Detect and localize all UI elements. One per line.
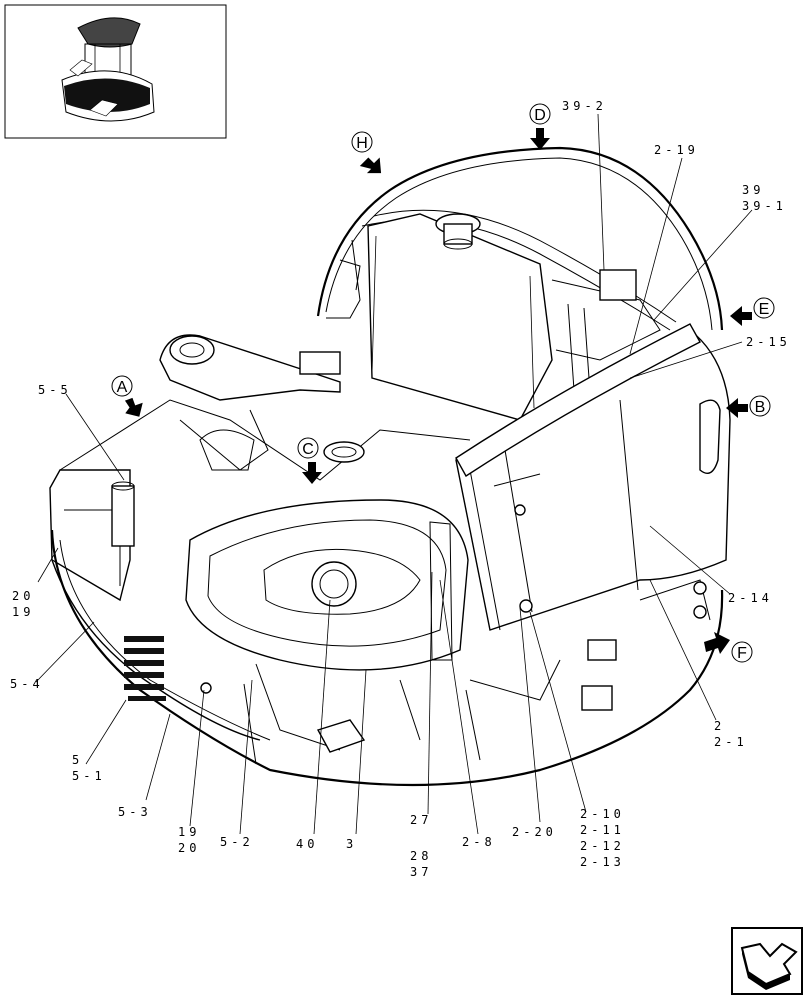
svg-text:C: C	[302, 441, 314, 458]
callout-39-2: 39-2	[562, 99, 607, 113]
callout-39-1: 39-1	[742, 199, 787, 213]
callout-labels: 39-2 2-19 39 39-1 2-15 5-5 20 19 5-4 5 5…	[10, 99, 791, 879]
callout-5-1: 5-1	[72, 769, 106, 783]
view-marker-a[interactable]: A	[111, 375, 147, 421]
svg-text:E: E	[759, 301, 770, 318]
callout-2-19: 2-19	[654, 143, 699, 157]
view-marker-c[interactable]: C	[297, 437, 322, 484]
callout-28: 28	[410, 849, 432, 863]
view-marker-d[interactable]: D	[529, 103, 551, 150]
callout-20-bottom: 20	[178, 841, 200, 855]
callout-20-top: 20	[12, 589, 34, 603]
louvers	[124, 636, 166, 701]
callout-2-15: 2-15	[746, 335, 791, 349]
callout-2-8: 2-8	[462, 835, 496, 849]
overview-thumbnail[interactable]	[4, 4, 227, 139]
svg-text:D: D	[534, 107, 546, 124]
view-markers: H D E B A C	[111, 103, 775, 663]
machine-body	[49, 146, 731, 787]
callout-5-4: 5-4	[10, 677, 44, 691]
callout-2-13: 2-13	[580, 855, 625, 869]
callout-5: 5	[72, 753, 83, 767]
svg-text:H: H	[356, 135, 368, 152]
callout-19-top: 19	[12, 605, 34, 619]
view-marker-b[interactable]: B	[726, 395, 771, 418]
callout-39: 39	[742, 183, 764, 197]
callout-19-bottom: 19	[178, 825, 200, 839]
callout-5-3: 5-3	[118, 805, 152, 819]
callout-2-12: 2-12	[580, 839, 625, 853]
view-marker-e[interactable]: E	[730, 297, 775, 326]
callout-27: 27	[410, 813, 432, 827]
svg-text:A: A	[117, 379, 128, 396]
callout-2-1: 2-1	[714, 735, 748, 749]
svg-text:B: B	[755, 399, 766, 416]
callout-5-2: 5-2	[220, 835, 254, 849]
callout-2: 2	[714, 719, 725, 733]
view-marker-h[interactable]: H	[351, 131, 388, 180]
next-page-arrow-icon[interactable]	[731, 927, 803, 995]
callout-3: 3	[346, 837, 357, 851]
callout-2-14: 2-14	[728, 591, 773, 605]
callout-37: 37	[410, 865, 432, 879]
view-marker-f[interactable]: F	[704, 632, 753, 663]
callout-40: 40	[296, 837, 318, 851]
callout-5-5: 5-5	[38, 383, 72, 397]
callout-2-11: 2-11	[580, 823, 625, 837]
callout-2-10: 2-10	[580, 807, 625, 821]
svg-text:F: F	[737, 645, 747, 662]
callout-2-20: 2-20	[512, 825, 557, 839]
leader-lines	[35, 113, 753, 835]
